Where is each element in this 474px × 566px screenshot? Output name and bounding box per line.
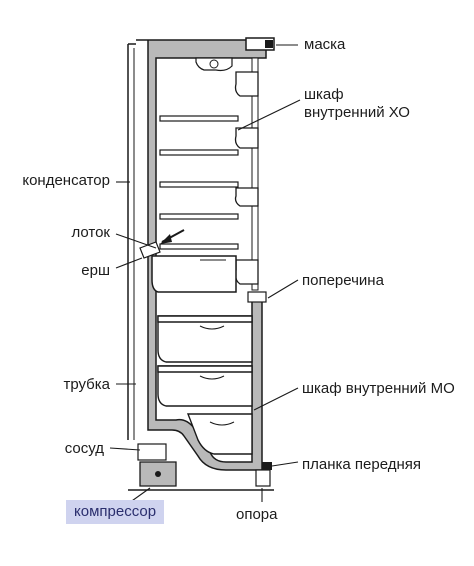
shelf-3	[159, 181, 239, 188]
drawer-3	[186, 413, 253, 455]
shelf-1	[159, 115, 239, 122]
label-ersh: ерш	[81, 262, 110, 279]
mask-knob	[265, 40, 273, 48]
door-bin-4	[234, 259, 259, 285]
label-shkaf-ho-1: шкаф	[304, 86, 344, 103]
front-plank-part	[262, 462, 272, 470]
door-bin-2	[234, 127, 259, 149]
label-lotok: лоток	[71, 224, 110, 241]
drawer-handle-1	[199, 325, 225, 330]
pointer-lotok	[115, 233, 157, 249]
pointer-planka	[271, 461, 299, 467]
freezer-drawers	[157, 315, 253, 455]
drawer-1-lip	[157, 315, 253, 323]
label-poperechina: поперечина	[302, 272, 384, 289]
pointer-sosud	[109, 447, 141, 451]
door-liner	[251, 57, 259, 291]
tray-part	[139, 241, 161, 259]
drawer-2	[157, 365, 253, 407]
shelves	[159, 115, 239, 250]
label-planka: планка передняя	[302, 456, 422, 473]
pointer-poperechina	[267, 279, 299, 299]
vessel-part	[137, 443, 167, 461]
pointer-ersh	[115, 257, 143, 269]
crisper	[151, 255, 237, 293]
crossbar-part	[247, 291, 267, 303]
label-kompressor: компрессор	[66, 500, 165, 525]
pointer-lines	[109, 44, 301, 509]
drawer-2-lip	[157, 365, 253, 373]
shelf-4	[159, 213, 239, 220]
pointer-shkaf-mo	[253, 387, 299, 411]
label-shkaf-mo: шкаф внутренний МО	[302, 380, 455, 397]
drawer-handle-3	[209, 421, 235, 426]
pointer-shkaf-ho	[237, 99, 301, 131]
label-shkaf-ho-2: внутренний ХО	[304, 104, 410, 121]
compressor-dot	[155, 471, 161, 477]
door-bin-3	[234, 187, 259, 207]
drawer-handle-2	[199, 375, 225, 380]
fan-hub	[209, 59, 219, 69]
shelf-2	[159, 149, 239, 156]
shelf-5	[159, 243, 239, 250]
label-sosud: сосуд	[64, 440, 104, 457]
drawer-1	[157, 315, 253, 363]
foot-part	[255, 469, 271, 487]
label-maska: маска	[304, 36, 346, 53]
label-kondensator: конденсатор	[22, 172, 110, 189]
door-bin-1	[234, 71, 259, 97]
label-opora: опора	[236, 506, 278, 523]
lotok-arrowhead	[160, 234, 172, 244]
label-trubka: трубка	[63, 376, 110, 393]
door-bins	[234, 71, 259, 285]
